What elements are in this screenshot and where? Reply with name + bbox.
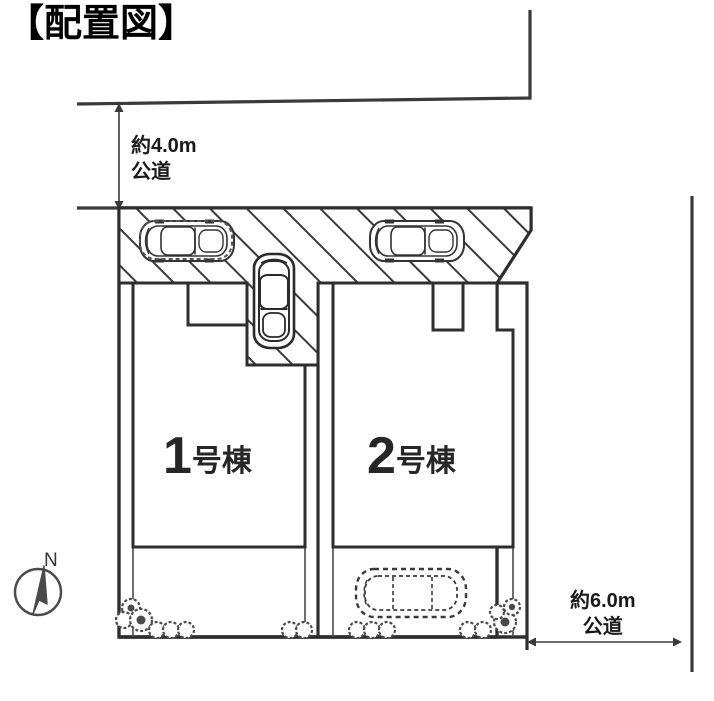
east-road-type-text: 公道 [582,616,623,638]
east-road-label: 約6.0m 公道 [570,588,636,640]
car-lot2-north [369,218,465,264]
building-2-footprint [331,281,515,549]
building-1-suffix: 号棟 [191,445,252,478]
shrub-cluster-lot2-left [347,620,397,640]
north-road-dimension-arrow [114,103,124,210]
building-2-suffix: 号棟 [395,445,456,478]
north-road-width-text: 約4.0m [131,135,197,157]
car-lot2-south-dashed [354,567,468,619]
compass-rose [13,565,63,617]
shrub-cluster-lot2-right [458,597,522,640]
shrub-cluster-lot1-left [114,597,196,640]
east-road-dimension-arrow [527,637,682,647]
building-1-number: 1 [163,427,192,485]
east-road-width-text: 約6.0m [570,590,636,612]
building-2-label: 2号棟 [367,430,456,482]
building-2-number: 2 [367,427,396,485]
car-lot1-driveway-vertical [252,252,296,350]
building-1-label: 1号棟 [163,430,252,482]
car-lot1-north-dashed-outline [139,220,233,260]
car-lot1-north [139,218,235,264]
shrub-cluster-lot1-right [280,620,314,640]
north-road-label: 約4.0m 公道 [131,133,197,185]
building-1-footprint [131,281,307,549]
east-road [527,196,694,672]
north-road-type-text: 公道 [131,161,171,183]
compass-north-label: N [44,550,58,571]
page-title: 【配置図】 [6,3,197,45]
